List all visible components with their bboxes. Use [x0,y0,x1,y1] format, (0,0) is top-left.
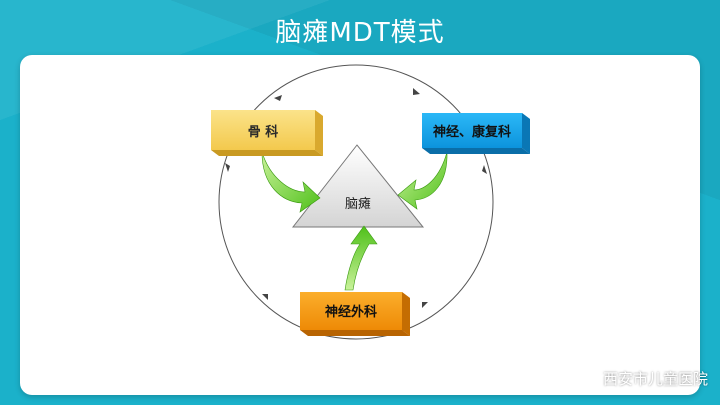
box-orthopedics-label: 骨 科 [248,124,279,140]
box-neuro-rehab [422,113,530,154]
cycle-circle [218,64,494,340]
cycle-arrowhead [413,88,420,95]
wechat-icon [577,371,597,386]
watermark: 西安市儿童医院 [577,368,708,389]
arrow-from-neurosurgery [344,225,378,291]
box-orthopedics [211,110,323,156]
cycle-arrowhead [262,294,268,300]
box-neurosurgery [300,292,410,336]
box-neurosurgery-label: 神经外科 [325,304,377,320]
watermark-text: 西安市儿童医院 [602,370,708,388]
arrow-from-neuro-rehab [397,151,448,210]
arrow-from-orthopedics [261,151,321,213]
cycle-arrowhead [225,163,230,172]
page-title: 脑瘫MDT模式 [275,18,445,48]
cycle-arrowhead [422,302,428,308]
center-triangle [291,144,425,228]
box-neuro-rehab-label: 神经、康复科 [433,124,511,140]
cycle-arrowhead [274,95,282,101]
cycle-arrowhead [482,165,487,174]
center-label: 脑瘫 [345,196,371,212]
